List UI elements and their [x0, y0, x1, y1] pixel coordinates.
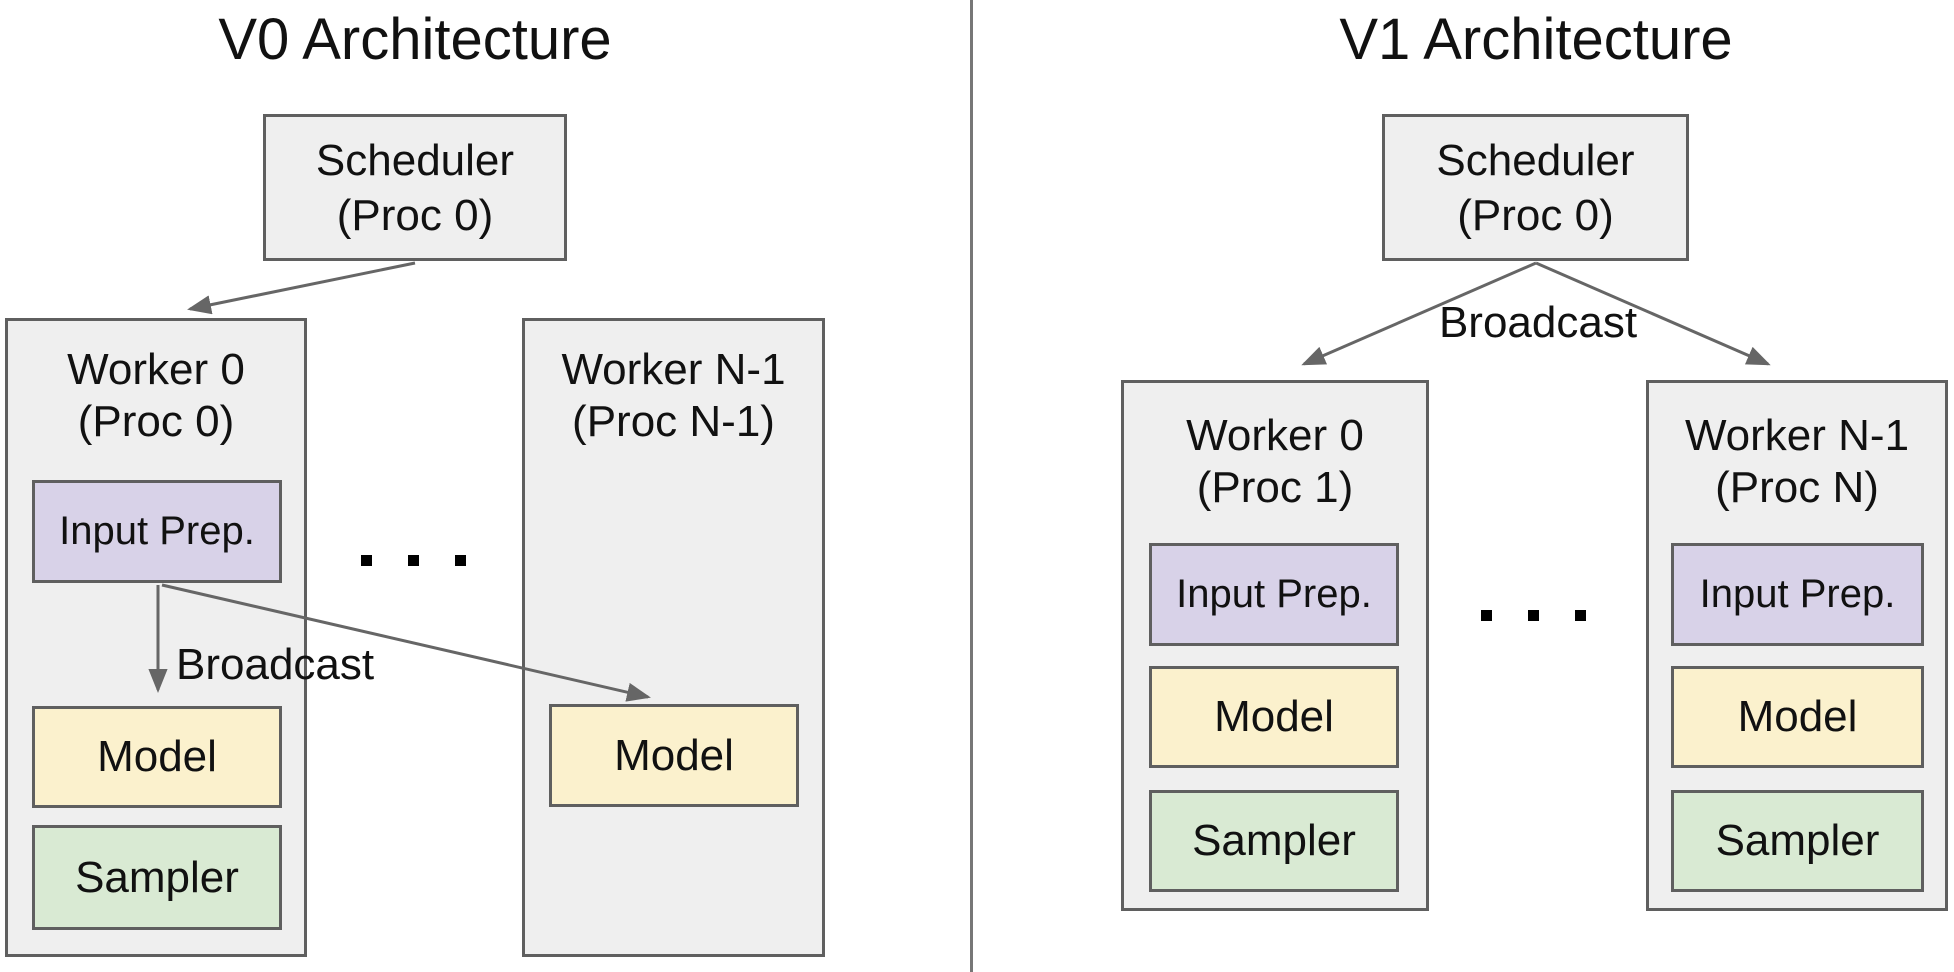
v1-workerN-label-line2: (Proc N) [1715, 462, 1879, 512]
v1-broadcast-label: Broadcast [1438, 298, 1638, 347]
v1-worker0-sampler-box: Sampler [1149, 790, 1399, 892]
v0-broadcast-label: Broadcast [176, 640, 375, 689]
v0-worker0-label-line1: Worker 0 [67, 345, 245, 394]
v0-title: V0 Architecture [218, 7, 612, 72]
v0-worker0-label: Worker 0 (Proc 0) [5, 344, 307, 448]
v1-worker0-label: Worker 0 (Proc 1) [1121, 410, 1429, 514]
dot [1481, 610, 1492, 621]
v0-workerN-model-box: Model [549, 704, 799, 807]
v0-worker0-input-prep-box: Input Prep. [32, 480, 282, 583]
v0-workerN-label: Worker N-1 (Proc N-1) [522, 344, 825, 448]
v1-workerN-sampler-box: Sampler [1671, 790, 1924, 892]
v1-worker0-model-box: Model [1149, 666, 1399, 768]
v0-workerN-label-line1: Worker N-1 [561, 345, 786, 394]
dot [1575, 610, 1586, 621]
v0-worker0-label-line2: (Proc 0) [77, 396, 235, 446]
v1-workerN-label: Worker N-1 (Proc N) [1646, 410, 1948, 514]
v0-scheduler-box: Scheduler (Proc 0) [263, 114, 567, 261]
v1-title: V1 Architecture [1339, 7, 1733, 72]
dot [408, 555, 419, 566]
v1-scheduler-label-line2: (Proc 0) [1457, 190, 1614, 240]
dot [455, 555, 466, 566]
v0-scheduler-to-worker0-arrow [187, 261, 416, 315]
v0-worker0-sampler-box: Sampler [32, 825, 282, 930]
v1-workerN-input-prep-box: Input Prep. [1671, 543, 1924, 646]
v0-ellipsis [361, 555, 466, 566]
v0-scheduler-label-line2: (Proc 0) [336, 190, 494, 240]
v0-scheduler-label-line1: Scheduler [315, 135, 515, 185]
v0-worker0-model-box: Model [32, 706, 282, 808]
v1-scheduler-box: Scheduler (Proc 0) [1382, 114, 1689, 261]
v1-ellipsis [1481, 610, 1586, 621]
v1-worker0-input-prep-box: Input Prep. [1149, 543, 1399, 646]
dot [361, 555, 372, 566]
v1-workerN-label-line1: Worker N-1 [1684, 411, 1910, 460]
dot [1528, 610, 1539, 621]
v1-scheduler-label-line1: Scheduler [1436, 135, 1635, 185]
panel-divider [970, 0, 973, 972]
v1-worker0-label-line2: (Proc 1) [1196, 462, 1354, 512]
v1-worker0-label-line1: Worker 0 [1186, 411, 1364, 460]
v1-workerN-model-box: Model [1671, 666, 1924, 768]
v0-workerN-label-line2: (Proc N-1) [572, 396, 775, 446]
